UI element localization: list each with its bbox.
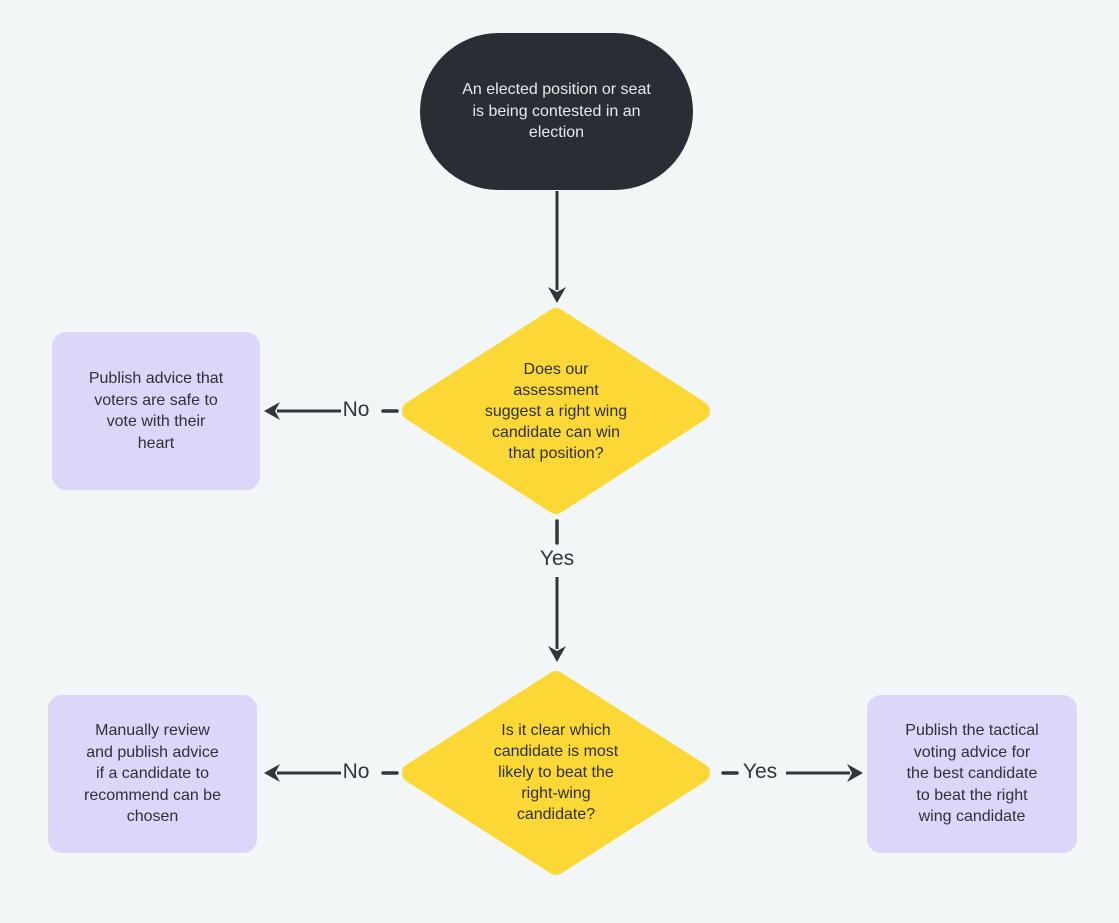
arrowhead-down-icon — [548, 287, 566, 303]
edge-label-decision2-yes: Yes — [742, 760, 778, 783]
edge-label-decision1-no: No — [342, 398, 370, 421]
node-start-label: An elected position or seat is being con… — [462, 81, 651, 142]
node-decision2-label: Is it clear which candidate is most like… — [493, 721, 619, 823]
node-outcome-manual-label: Manually review and publish advice if a … — [84, 722, 221, 826]
node-outcome-tactical[interactable]: Publish the tactical voting advice for t… — [867, 695, 1077, 853]
edge-start-to-decision1 — [548, 191, 566, 303]
node-start[interactable]: An elected position or seat is being con… — [420, 33, 693, 190]
node-outcome-heart-label: Publish advice that voters are safe to v… — [88, 370, 224, 452]
edge-label-decision2-no: No — [342, 760, 370, 783]
node-outcome-manual[interactable]: Manually review and publish advice if a … — [48, 695, 257, 853]
arrowhead-left-icon — [264, 402, 280, 420]
node-outcome-tactical-label: Publish the tactical voting advice for t… — [905, 722, 1039, 826]
node-decision1-label: Does our assessment suggest a right wing… — [484, 360, 628, 462]
node-outcome-heart[interactable]: Publish advice that voters are safe to v… — [52, 332, 260, 490]
node-decision1[interactable]: Does our assessment suggest a right wing… — [394, 306, 718, 516]
arrowhead-right-icon — [847, 764, 863, 782]
edge-decision1-yes — [548, 519, 566, 662]
arrowhead-left-icon — [264, 764, 280, 782]
edge-label-decision1-yes: Yes — [539, 547, 575, 570]
arrowhead-down-icon — [548, 646, 566, 662]
node-decision2[interactable]: Is it clear which candidate is most like… — [394, 667, 718, 877]
